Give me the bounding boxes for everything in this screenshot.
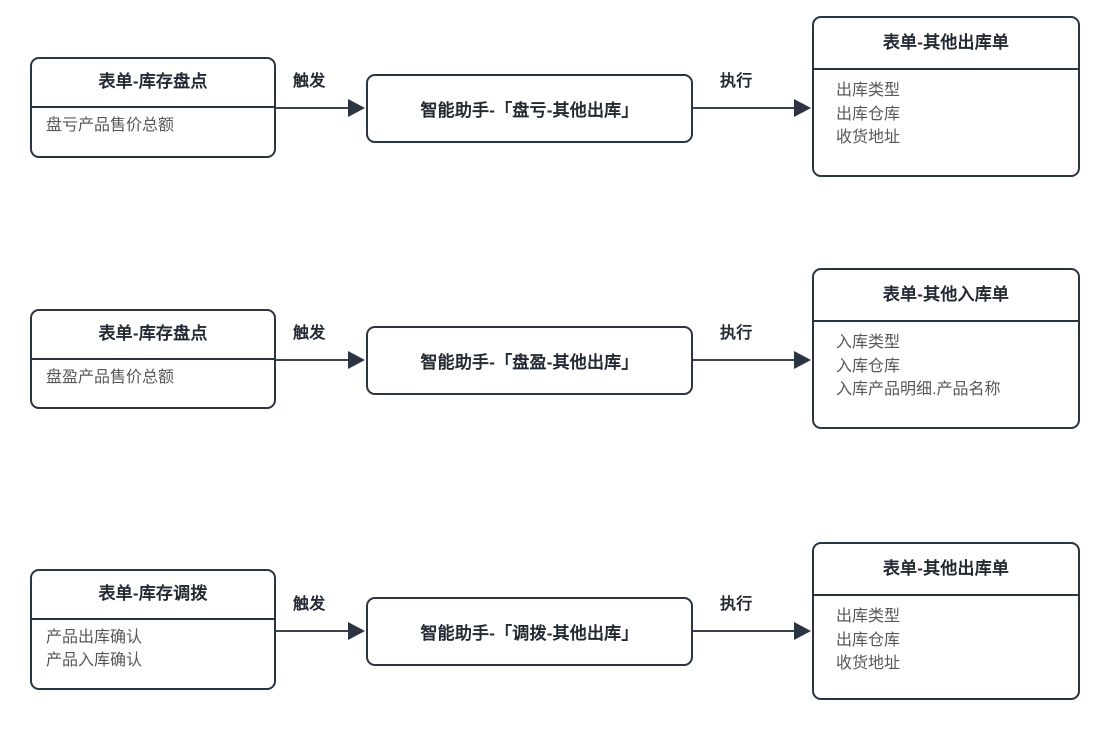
connector-execute-3: 执行 <box>693 596 812 642</box>
connector-line <box>693 107 795 110</box>
connector-label-execute-3: 执行 <box>720 596 753 613</box>
connector-line <box>276 107 349 110</box>
source-form-node-1[interactable]: 表单-库存盘点 盘亏产品售价总额 <box>30 57 276 158</box>
target-form-node-2[interactable]: 表单-其他入库单 入库类型 入库仓库 入库产品明细.产品名称 <box>812 268 1080 429</box>
target-form-title-1: 表单-其他出库单 <box>882 32 1010 52</box>
source-form-title-1: 表单-库存盘点 <box>98 72 208 92</box>
field-item: 出库类型 <box>836 82 901 99</box>
source-form-node-3[interactable]: 表单-库存调拨 产品出库确认 产品入库确认 <box>30 569 276 690</box>
connector-label-trigger-1: 触发 <box>293 73 326 90</box>
source-form-title-3: 表单-库存调拨 <box>98 584 208 604</box>
field-item: 出库仓库 <box>836 631 901 649</box>
flow-row-1: 表单-库存盘点 盘亏产品售价总额 触发 智能助手-「盘亏-其他出库」 执行 表单… <box>0 0 1104 240</box>
connector-label-trigger-3: 触发 <box>293 596 326 613</box>
node-divider <box>32 106 274 108</box>
arrowhead-icon <box>348 99 365 117</box>
field-item: 盘盈产品售价总额 <box>46 369 175 386</box>
arrowhead-icon <box>794 622 811 640</box>
arrowhead-icon <box>794 99 811 117</box>
assistant-node-3[interactable]: 智能助手-「调拨-其他出库」 <box>366 597 693 666</box>
source-form-title-2: 表单-库存盘点 <box>98 324 208 344</box>
connector-trigger-3: 触发 <box>276 596 366 642</box>
assistant-label-1: 智能助手-「盘亏-其他出库」 <box>420 101 639 120</box>
target-form-title-3: 表单-其他出库单 <box>882 558 1010 578</box>
arrowhead-icon <box>348 622 365 640</box>
target-form-title-2: 表单-其他入库单 <box>882 284 1010 304</box>
flow-row-2: 表单-库存盘点 盘盈产品售价总额 触发 智能助手-「盘盈-其他出库」 执行 表单… <box>0 252 1104 492</box>
field-item: 收货地址 <box>836 129 901 147</box>
field-item: 盘亏产品售价总额 <box>46 117 175 134</box>
connector-trigger-2: 触发 <box>276 325 366 371</box>
flow-row-3: 表单-库存调拨 产品出库确认 产品入库确认 触发 智能助手-「调拨-其他出库」 … <box>0 526 1104 729</box>
target-form-node-3[interactable]: 表单-其他出库单 出库类型 出库仓库 收货地址 <box>812 542 1080 700</box>
field-item: 收货地址 <box>836 655 901 673</box>
connector-trigger-1: 触发 <box>276 73 366 119</box>
connector-line <box>276 630 349 633</box>
connector-label-trigger-2: 触发 <box>293 325 326 342</box>
assistant-label-3: 智能助手-「调拨-其他出库」 <box>420 624 639 643</box>
connector-execute-1: 执行 <box>693 73 812 119</box>
field-item: 产品入库确认 <box>46 651 143 669</box>
field-item: 入库仓库 <box>836 357 901 375</box>
field-item: 入库产品明细.产品名称 <box>836 381 1001 399</box>
source-form-fields-1: 盘亏产品售价总额 <box>32 108 274 156</box>
arrowhead-icon <box>348 351 365 369</box>
assistant-node-1[interactable]: 智能助手-「盘亏-其他出库」 <box>366 74 693 143</box>
field-item: 产品出库确认 <box>46 629 143 646</box>
target-form-fields-3: 出库类型 出库仓库 收货地址 <box>814 596 1078 698</box>
source-form-node-2[interactable]: 表单-库存盘点 盘盈产品售价总额 <box>30 309 276 409</box>
target-form-node-1[interactable]: 表单-其他出库单 出库类型 出库仓库 收货地址 <box>812 16 1080 177</box>
field-item: 出库类型 <box>836 608 901 625</box>
connector-line <box>693 359 795 362</box>
node-divider <box>32 618 274 620</box>
node-divider <box>32 358 274 360</box>
connector-line <box>276 359 349 362</box>
field-item: 入库类型 <box>836 334 901 351</box>
node-divider <box>814 594 1078 596</box>
assistant-node-2[interactable]: 智能助手-「盘盈-其他出库」 <box>366 326 693 395</box>
source-form-fields-2: 盘盈产品售价总额 <box>32 360 274 407</box>
connector-label-execute-1: 执行 <box>720 73 753 90</box>
source-form-fields-3: 产品出库确认 产品入库确认 <box>32 620 274 688</box>
assistant-label-2: 智能助手-「盘盈-其他出库」 <box>420 353 639 372</box>
node-divider <box>814 320 1078 322</box>
connector-line <box>693 630 795 633</box>
connector-label-execute-2: 执行 <box>720 325 753 342</box>
connector-execute-2: 执行 <box>693 325 812 371</box>
target-form-fields-2: 入库类型 入库仓库 入库产品明细.产品名称 <box>814 322 1078 427</box>
field-item: 出库仓库 <box>836 105 901 123</box>
target-form-fields-1: 出库类型 出库仓库 收货地址 <box>814 70 1078 175</box>
arrowhead-icon <box>794 351 811 369</box>
node-divider <box>814 68 1078 70</box>
